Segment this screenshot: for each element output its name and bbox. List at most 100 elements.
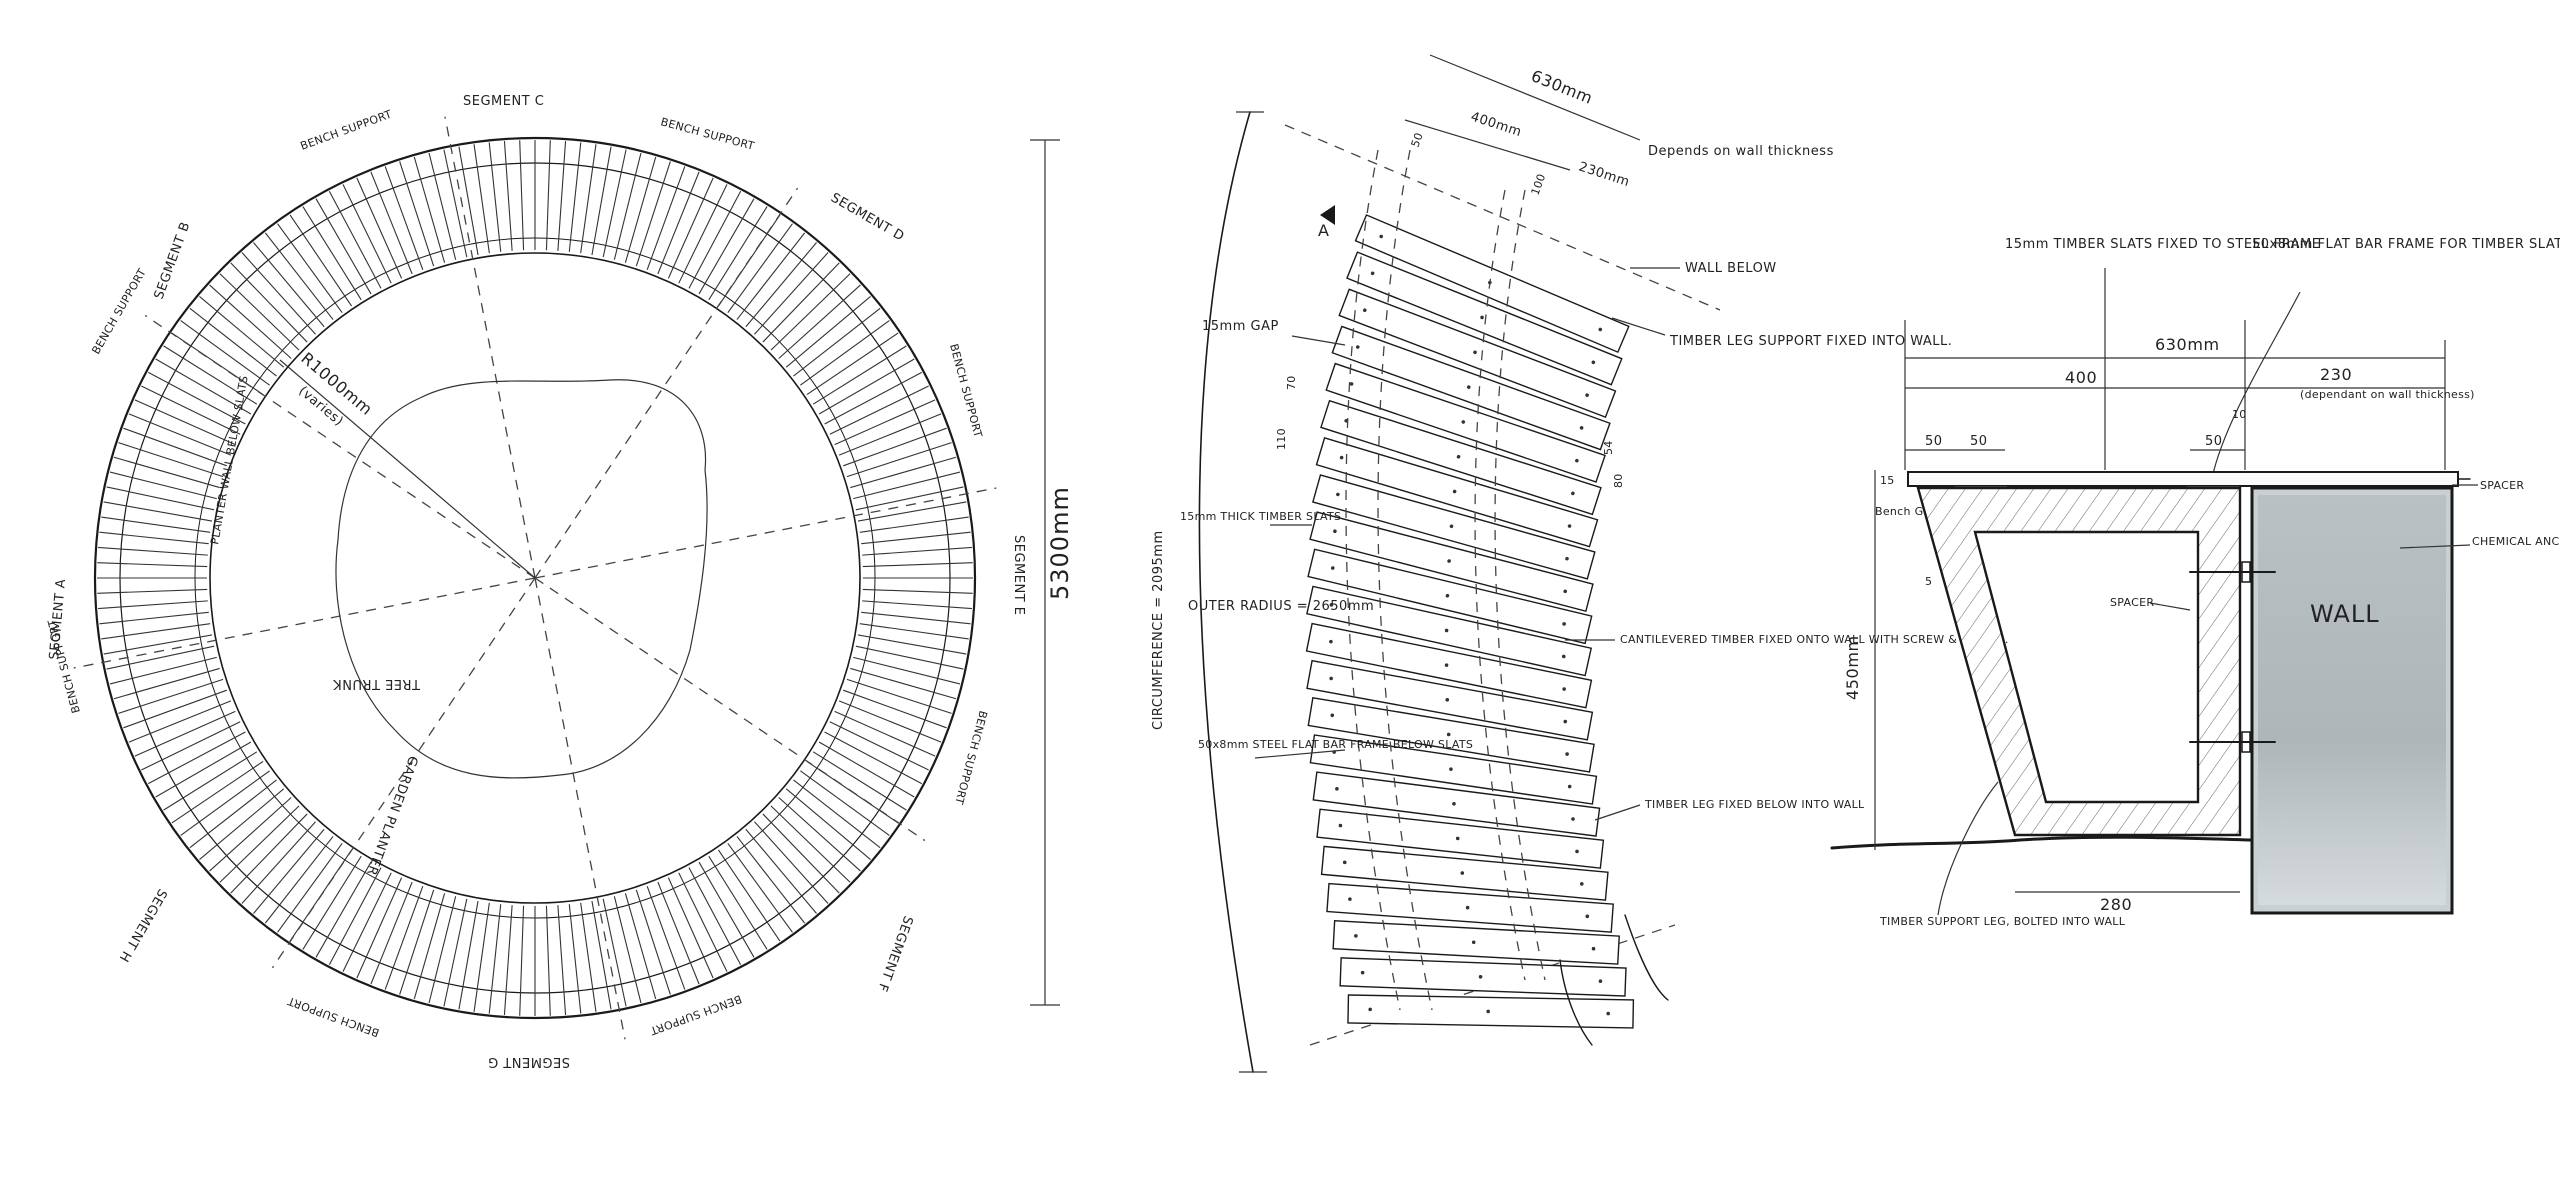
screw-dot xyxy=(1354,934,1358,938)
detail-slat xyxy=(1315,436,1599,548)
detail-slat xyxy=(1331,325,1611,451)
frame-dashed-line xyxy=(1494,189,1546,981)
segment-f-label: SEGMENT F xyxy=(874,914,915,994)
slat-line xyxy=(473,144,490,254)
slat-line xyxy=(762,813,840,894)
segment-a-label: SEGMENT A xyxy=(47,578,69,660)
screw-dot xyxy=(1567,784,1572,789)
slat-line xyxy=(443,149,468,258)
bench-support-label-2: BENCH SUPPORT xyxy=(659,115,756,153)
screw-dot xyxy=(1447,559,1451,563)
bench-support-label-3: BENCH SUPPORT xyxy=(89,266,149,356)
cs-anchor-label: CHEMICAL ANCHOR xyxy=(2472,535,2560,548)
bench-support-label-1: BENCH SUPPORT xyxy=(299,108,394,153)
cs-dim-50c: 50 xyxy=(2205,434,2223,449)
detail-slat xyxy=(1305,622,1593,709)
slat-line xyxy=(678,184,728,284)
slat-line xyxy=(613,896,642,1004)
dim-50-top: 50 xyxy=(1409,131,1426,149)
slat-line xyxy=(770,805,851,883)
slat-line xyxy=(241,252,316,335)
screw-dot xyxy=(1575,458,1579,463)
slat-segment-detail: CIRCUMFERENCE = 2095mm 630mm 400mm 230mm… xyxy=(1151,54,2008,1073)
slat-line xyxy=(106,645,215,670)
slat-line xyxy=(328,867,382,965)
slat-line xyxy=(591,900,612,1010)
slat-line xyxy=(850,667,957,700)
tree-trunk-outline xyxy=(335,379,708,779)
slat-line xyxy=(113,456,220,489)
slat-line xyxy=(635,161,671,267)
gap-label: 15mm GAP xyxy=(1202,319,1279,334)
slat-line xyxy=(148,371,246,425)
wall-shading xyxy=(2258,495,2446,905)
screw-dot xyxy=(1445,593,1450,598)
screw-dot xyxy=(1575,849,1579,854)
segment-division-lines xyxy=(73,116,997,1040)
screw-dot xyxy=(1445,698,1450,702)
slat-line xyxy=(727,223,793,313)
cs-base-dim: 280 xyxy=(2100,895,2132,914)
slat-line xyxy=(141,385,241,435)
slat-line xyxy=(708,206,768,301)
screw-dot xyxy=(1563,719,1568,724)
slat-line xyxy=(613,152,642,260)
spacer-bottom xyxy=(2241,731,2251,753)
slat-line xyxy=(277,843,343,933)
slat-line xyxy=(113,667,220,700)
screw-dot xyxy=(1478,975,1483,979)
dim-80: 80 xyxy=(1612,473,1625,488)
screw-dot xyxy=(1333,529,1337,534)
screw-dot xyxy=(1466,385,1471,389)
slat-line xyxy=(754,252,829,335)
slat-line xyxy=(843,689,947,729)
slat-line xyxy=(106,486,215,511)
screw-dot xyxy=(1455,836,1460,841)
screw-dot xyxy=(1480,315,1484,320)
slat-line xyxy=(818,358,915,415)
detail-slat-rect xyxy=(1347,994,1635,1029)
slat-line xyxy=(727,843,793,933)
slat-line xyxy=(557,905,567,1015)
garden-planter-label: GARDEN PLANTER xyxy=(363,754,420,878)
timber-support-leg xyxy=(1916,486,2242,837)
slat-line xyxy=(698,861,755,958)
slat-line xyxy=(428,896,457,1004)
slat-line xyxy=(302,206,362,301)
slat-line xyxy=(328,191,382,289)
slat-line xyxy=(861,531,971,545)
slat-line xyxy=(171,760,264,824)
screw-dot xyxy=(1579,882,1584,886)
bench-support-label-4: BENCH SUPPORT xyxy=(947,342,985,439)
slat-line xyxy=(568,142,582,252)
screw-dot xyxy=(1355,345,1360,349)
cs-bench-gap: Bench Gap xyxy=(1875,505,1938,518)
slat-line xyxy=(128,413,232,456)
screw-dot xyxy=(1362,308,1367,313)
slat-line xyxy=(806,332,899,396)
slat-line xyxy=(855,486,964,511)
wall-label: WALL xyxy=(2310,600,2380,628)
cs-leg-leader xyxy=(1937,781,1999,916)
screw-dot xyxy=(1571,491,1575,496)
wall-edge-line xyxy=(1624,914,1669,1001)
screw-dot xyxy=(1565,752,1569,756)
slat-line xyxy=(189,307,277,377)
slat-line xyxy=(846,442,952,478)
detail-slat-rect xyxy=(1331,325,1611,451)
slat-line xyxy=(824,371,922,425)
slat-line xyxy=(413,156,446,263)
screw-dot xyxy=(1598,327,1603,332)
tree-trunk-label: TREE TRUNK xyxy=(333,676,421,691)
detail-slat-rect xyxy=(1338,288,1617,419)
inner-bench-edge xyxy=(209,252,861,904)
screw-dot xyxy=(1348,897,1352,901)
detail-slat-rect xyxy=(1312,771,1601,837)
slat-line xyxy=(591,146,612,256)
cs-spacer-leader xyxy=(2149,602,2191,611)
screw-dot xyxy=(1329,603,1334,607)
segment-spoke xyxy=(271,577,536,969)
segment-d-label: SEGMENT D xyxy=(828,190,907,244)
cs-frame-leader xyxy=(2211,291,2301,479)
